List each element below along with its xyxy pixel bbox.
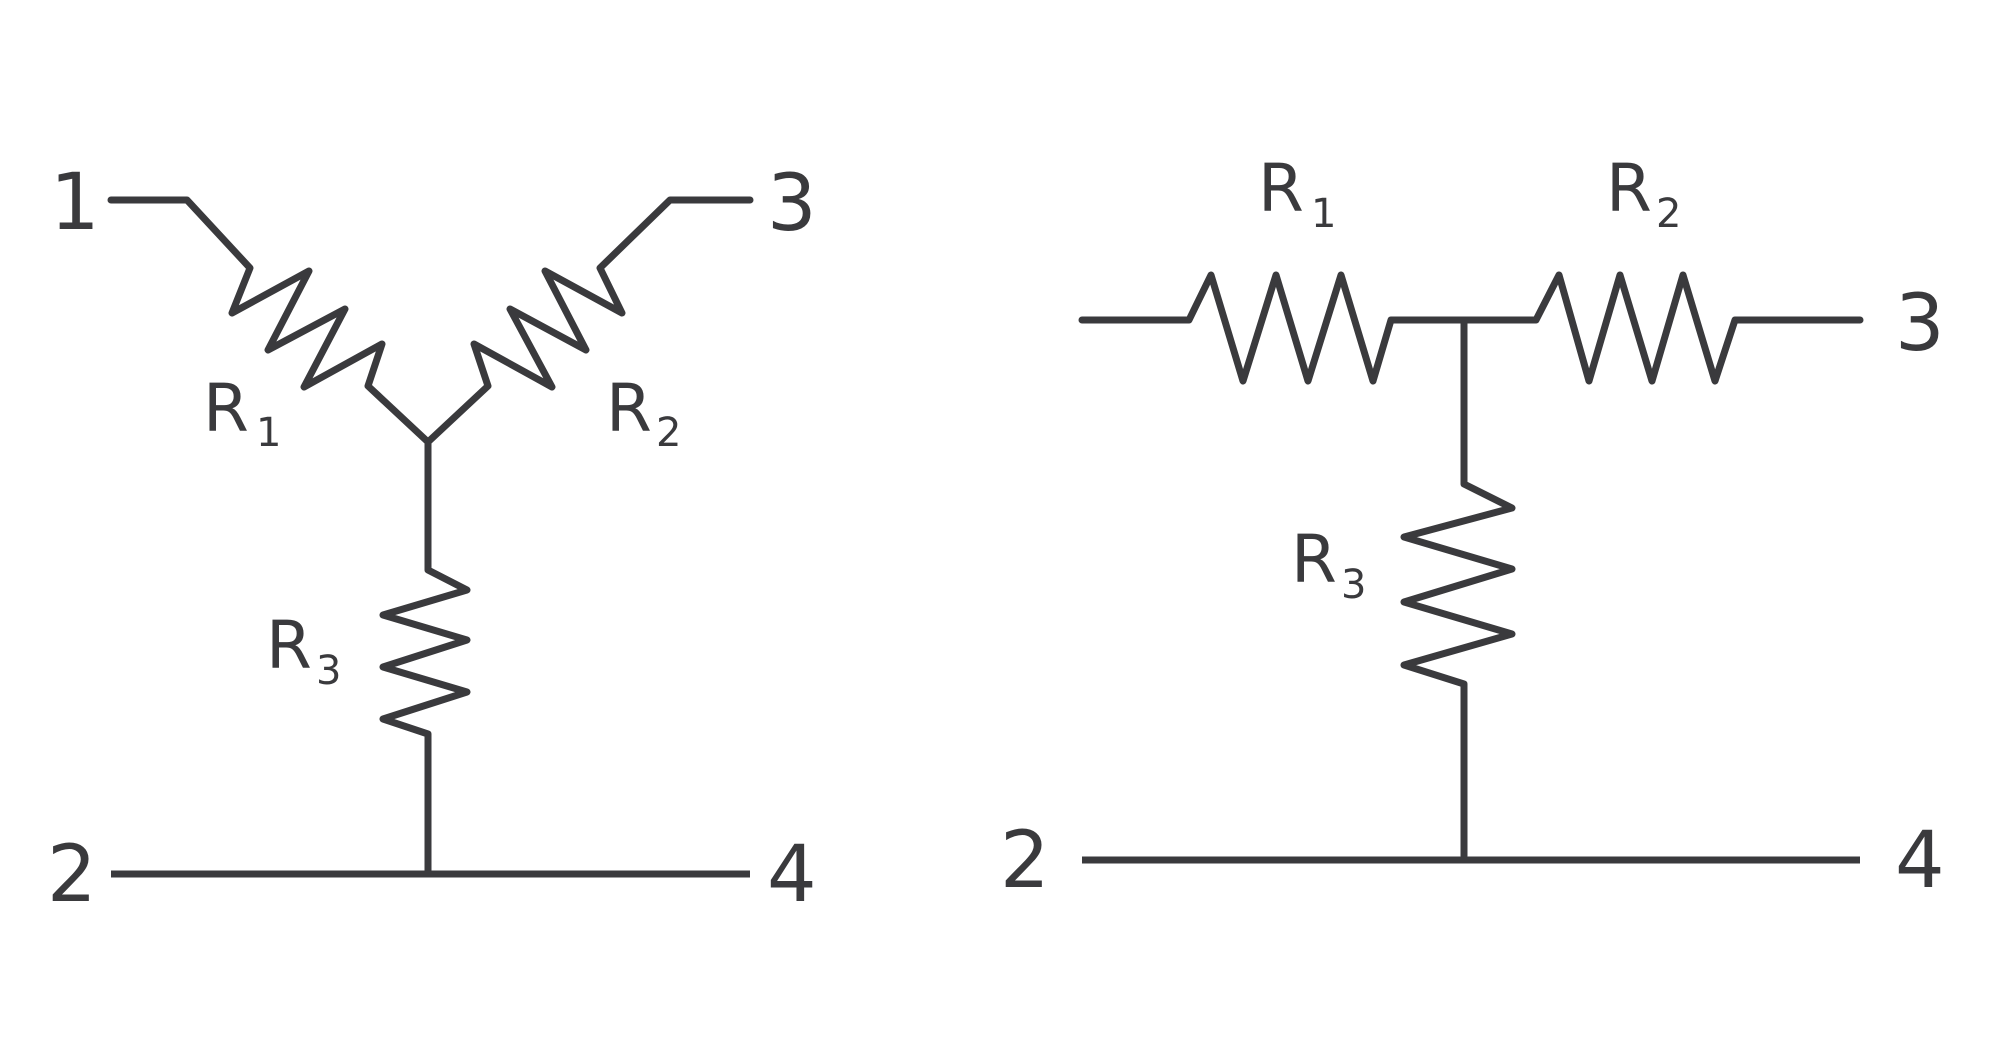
tee-r2-subscript: 2	[1656, 191, 1681, 237]
tee-r2-label: R	[1606, 150, 1652, 227]
star-r2-resistor	[424, 196, 754, 446]
tee-r1-label: R	[1258, 150, 1304, 227]
star-terminal-1-label: 1	[50, 158, 100, 248]
star-terminal-3-label: 3	[767, 159, 817, 249]
tee-terminal-2-label: 2	[1000, 816, 1050, 906]
tee-terminal-3-label: 3	[1895, 279, 1945, 369]
tee-r2-resistor	[1420, 271, 1864, 385]
tee-r3-subscript: 3	[1341, 562, 1366, 608]
star-r3-resistor	[379, 438, 471, 876]
star-terminal-2-label: 2	[47, 830, 97, 920]
star-r1-resistor	[107, 196, 432, 446]
tee-r1-resistor	[1078, 271, 1524, 385]
star-r1-subscript: 1	[256, 410, 281, 456]
star-r2-label: R	[606, 370, 652, 447]
tee-terminal-4-label: 4	[1895, 816, 1945, 906]
tee-r1-subscript: 1	[1311, 191, 1336, 237]
tee-r3-label: R	[1291, 521, 1337, 598]
tee-network: 3 2 4 R 1 R 2 R 3	[1000, 150, 1945, 906]
star-r1-label: R	[203, 370, 249, 447]
star-network: 1 3 2 4 R 1 R 2 R 3	[47, 158, 817, 920]
tee-r3-resistor	[1400, 316, 1516, 860]
star-r2-subscript: 2	[656, 410, 681, 456]
star-r3-label: R	[266, 607, 312, 684]
star-r3-subscript: 3	[316, 648, 341, 694]
star-terminal-4-label: 4	[767, 830, 817, 920]
